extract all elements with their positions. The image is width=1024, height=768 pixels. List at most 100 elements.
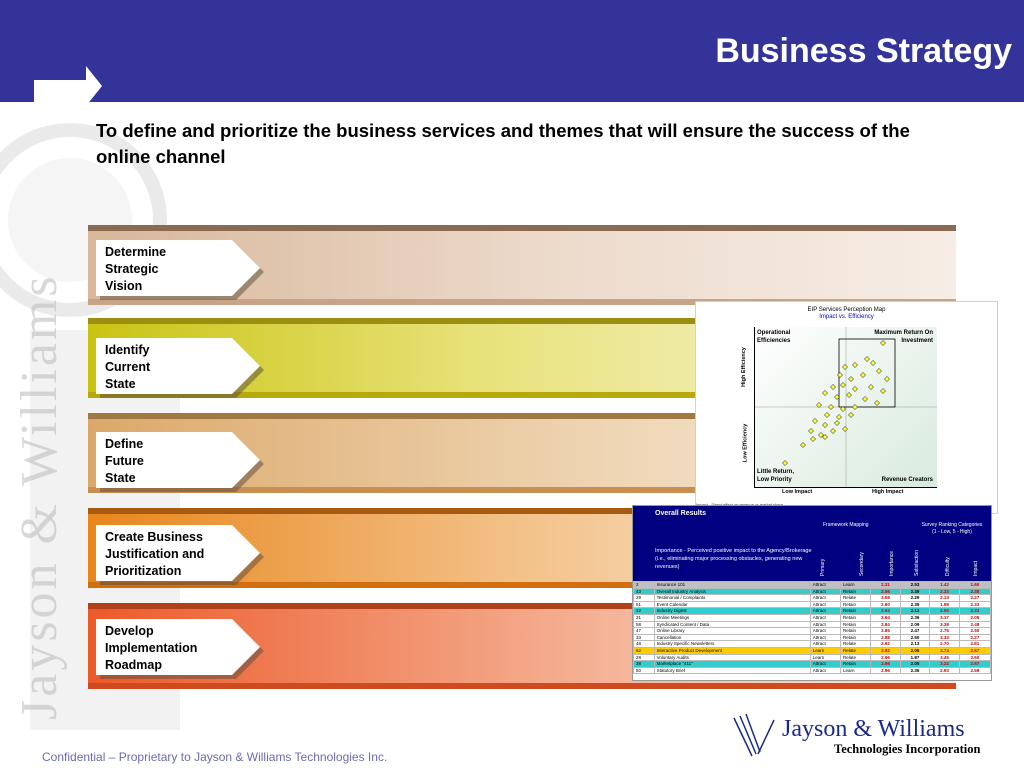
table-cell: 2.05 [899,660,931,668]
table-cell: Industry Specific Newsletters [653,640,811,648]
table-cell: Marketplace "411" [653,660,811,668]
step-label-line: Vision [105,279,143,293]
table-cell: 2.13 [899,640,931,648]
map-point [828,404,834,410]
y-axis-low-label: Low Efficiency [742,423,749,463]
header-bar: Business Strategy [0,0,1024,102]
table-cell: Retain [839,633,872,642]
map-point [864,356,870,362]
table-cell: 51 [633,600,655,609]
table-cell: 42 [633,607,655,615]
perception-map: EIP Services Perception Map Impact vs. E… [695,301,998,514]
table-cell: 2.12 [899,607,931,615]
map-point [824,412,830,418]
map-point [822,390,828,396]
table-cell: 62 [633,646,655,655]
table-cell: 2.92 [870,646,901,655]
table-cell: 1.87 [899,653,931,662]
quadrant-bottom-right: Revenue Creators [881,477,933,483]
map-point [830,384,836,390]
table-cell: 2.64 [870,607,901,615]
slide-subtitle: To define and prioritize the business se… [96,120,910,167]
table-cell: 2.33 [958,600,992,609]
step-identify-current-state: Identify Current State [96,338,266,402]
table-cell: Learn [809,653,841,662]
table-cell: 2.70 [929,640,960,648]
step-label-line: Current [105,360,151,374]
table-cell: Syndicated Content / Data [653,620,811,629]
table-cell: 2.31 [870,581,901,589]
table-cell: Attract [809,666,841,675]
logo-swoosh-icon [733,713,775,757]
map-title: EIP Services Perception Map [807,307,886,313]
table-cell: 2.58 [870,594,901,602]
table-cell: 28 [633,653,655,662]
col-header: Impact [973,560,979,576]
logo-name: Jayson & Williams [782,716,965,742]
map-point [848,376,854,382]
overall-results-label: Overall Results [655,510,706,517]
table-cell: Attract [809,620,841,629]
step-determine-vision: Determine Strategic Vision [96,240,266,304]
table-cell: 58 [633,620,655,629]
step-label-line: Roadmap [105,658,162,672]
table-cell: Voluntary Audits [653,653,811,662]
table-cell: 3.22 [929,660,960,668]
table-cell: Retain [839,607,872,615]
table-cell: 2.96 [870,666,901,675]
table-cell: 2.36 [899,613,931,622]
table-cell: Insurance 101 [653,581,811,589]
table-cell: 2.85 [870,627,901,635]
table-cell: 2.33 [958,607,992,615]
table-cell: 2.48 [958,620,992,629]
table-cell: Learn [839,581,872,589]
map-point [800,442,806,448]
table-cell: 43 [633,587,655,596]
table-cell: 2.67 [958,660,992,668]
table-cell: Relate [839,653,872,662]
map-point [836,414,842,420]
table-cell: 2.38 [958,587,992,596]
table-cell: Attract [809,640,841,648]
table-cell: Attract [809,627,841,635]
survey-ranking-label: Survey Ranking Categories (1 - Low, 5 - … [921,522,983,535]
step-business-justification: Create Business Justification and Priori… [96,525,266,589]
table-cell: 2.64 [870,613,901,622]
table-cell: 2.92 [870,640,901,648]
step-label-line: Justification and [105,547,205,561]
table-cell: Attract [809,633,841,642]
table-cell: Overall Industry Analysis [653,587,811,596]
logo-tagline: Technologies Incorporation [834,742,981,756]
map-point [842,364,848,370]
table-cell: 3.74 [929,646,960,655]
table-cell: 2.75 [929,627,960,635]
table-cell: 31 [633,613,655,622]
col-header: Importance [889,550,895,576]
table-cell: Attract [809,587,841,596]
map-point [870,360,876,366]
importance-description: Importance - Perceived positive impact t… [655,548,812,570]
col-header: Satisfaction [914,550,920,576]
step-implementation-roadmap: Develop Implementation Roadmap [96,619,266,683]
table-cell: 2.50 [929,607,960,615]
map-point [880,340,886,346]
map-subtitle: Impact vs. Efficiency [819,314,874,320]
table-cell: Retain [839,627,872,635]
map-point [810,436,816,442]
map-point [880,388,886,394]
table-cell: 33 [633,633,655,642]
company-logo: Jayson & Williams Technologies Incorpora… [730,712,1010,762]
map-point [830,428,836,434]
table-cell: Online Meetings [653,613,811,622]
footer-confidential: Confidential – Proprietary to Jayson & W… [42,750,388,764]
table-cell: 2.09 [899,620,931,629]
table-cell: 2.50 [958,627,992,635]
